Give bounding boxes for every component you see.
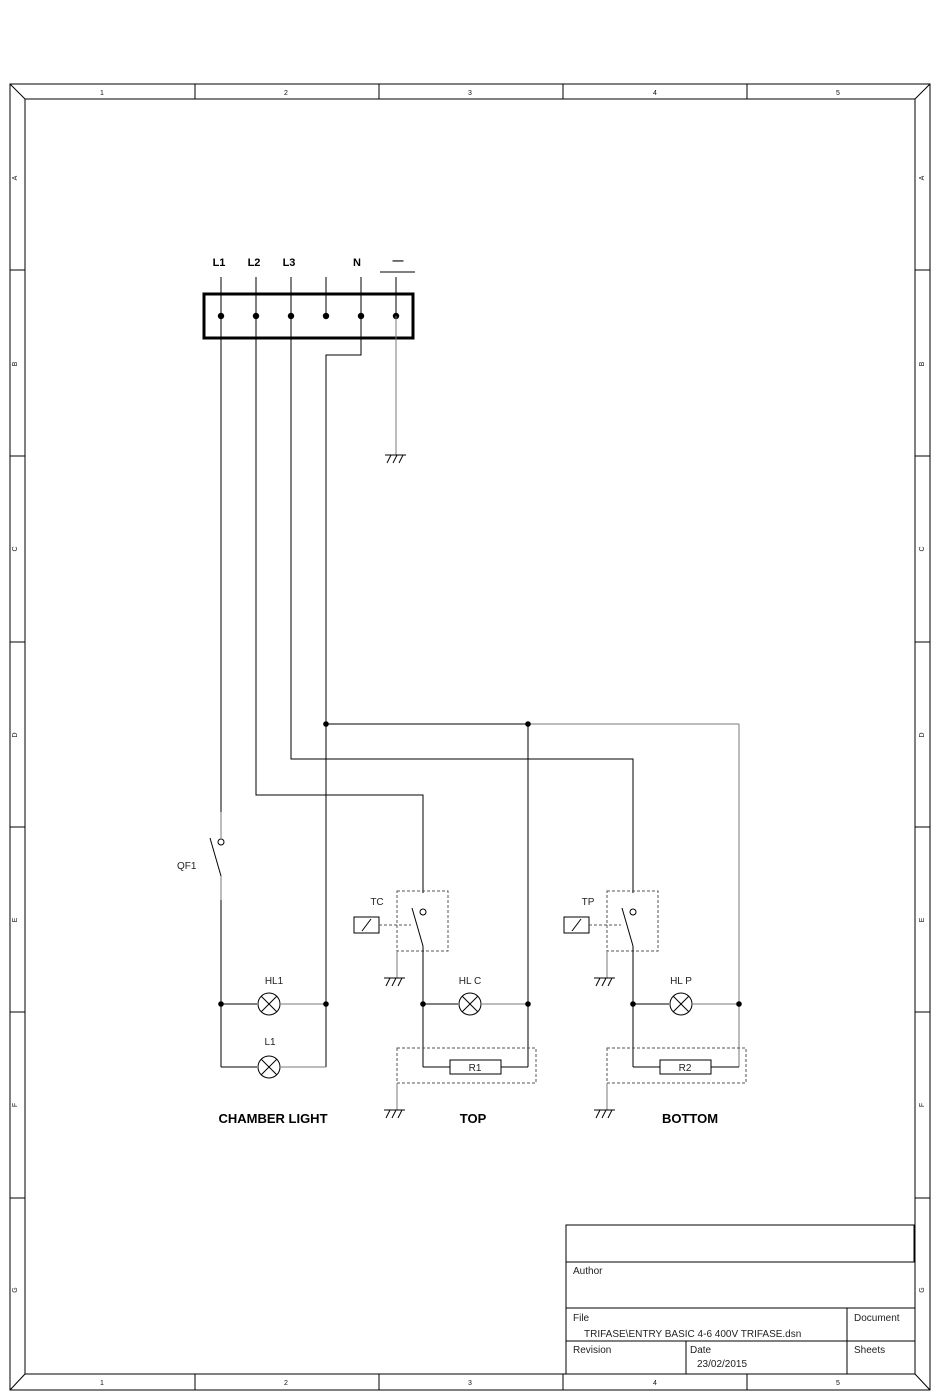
tc-label: TC xyxy=(370,897,383,908)
frame-col-1-bottom: 1 xyxy=(100,1380,104,1387)
hlp-label: HL P xyxy=(670,976,692,987)
earth-ground-icon xyxy=(385,455,406,463)
drawing-frame: 1 2 3 4 5 1 2 3 4 5 A B C D E F G A B C … xyxy=(10,84,930,1390)
terminal-label-l2: L2 xyxy=(248,257,261,269)
frame-row-a-left: A xyxy=(12,175,19,180)
terminal-label-n: N xyxy=(353,257,361,269)
top-circuit: TC HL C R1 xyxy=(354,891,536,1126)
qf1-contact xyxy=(218,839,224,845)
hl1-label: HL1 xyxy=(265,976,284,987)
terminal-label-l3: L3 xyxy=(283,257,296,269)
frame-row-e-right: E xyxy=(919,917,926,922)
l1-lamp-label: L1 xyxy=(264,1037,276,1048)
frame-col-2-bottom: 2 xyxy=(284,1380,288,1387)
section-title-bottom: BOTTOM xyxy=(662,1111,718,1126)
frame-row-g-right: G xyxy=(919,1287,926,1292)
tc-thermostat-box xyxy=(397,891,448,951)
frame-row-d-right: D xyxy=(919,732,926,737)
terminal-label-earth: — xyxy=(393,255,404,267)
frame-row-c-left: C xyxy=(12,546,19,551)
section-title-top: TOP xyxy=(460,1111,487,1126)
r2-ground-icon xyxy=(594,1083,615,1118)
frame-col-1-top: 1 xyxy=(100,90,104,97)
frame-row-f-left: F xyxy=(12,1103,19,1107)
frame-row-f-right: F xyxy=(919,1103,926,1107)
terminal-label-l1: L1 xyxy=(213,257,226,269)
document-label: Document xyxy=(854,1313,900,1324)
frame-col-3-bottom: 3 xyxy=(468,1380,472,1387)
revision-label: Revision xyxy=(573,1345,611,1356)
wiring xyxy=(221,316,739,1067)
frame-row-c-right: C xyxy=(919,546,926,551)
qf1-label: QF1 xyxy=(177,861,197,872)
r2-label: R2 xyxy=(679,1063,692,1074)
hl1-lamp-icon xyxy=(258,993,280,1015)
frame-col-5-top: 5 xyxy=(836,90,840,97)
date-label: Date xyxy=(690,1345,712,1356)
title-block: Author File TRIFASE\ENTRY BASIC 4-6 400V… xyxy=(566,1225,915,1374)
frame-col-4-top: 4 xyxy=(653,90,657,97)
date-value: 23/02/2015 xyxy=(697,1359,747,1370)
frame-col-5-bottom: 5 xyxy=(836,1380,840,1387)
tc-contact xyxy=(420,909,426,915)
r1-ground-icon xyxy=(384,1083,405,1118)
tp-contact xyxy=(630,909,636,915)
author-label: Author xyxy=(573,1266,603,1277)
frame-row-g-left: G xyxy=(12,1287,19,1292)
bottom-circuit: TP HL P R2 xyxy=(564,891,746,1126)
frame-row-e-left: E xyxy=(12,917,19,922)
frame-col-3-top: 3 xyxy=(468,90,472,97)
frame-row-b-left: B xyxy=(12,361,19,366)
frame-row-d-left: D xyxy=(12,732,19,737)
tp-thermostat-box xyxy=(607,891,658,951)
frame-row-a-right: A xyxy=(919,175,926,180)
frame-row-b-right: B xyxy=(919,361,926,366)
terminal-strip xyxy=(204,294,413,338)
hlp-lamp-icon xyxy=(670,993,692,1015)
terminal-dot-4 xyxy=(323,313,329,319)
l1-lamp-icon xyxy=(258,1056,280,1078)
file-value: TRIFASE\ENTRY BASIC 4-6 400V TRIFASE.dsn xyxy=(584,1329,801,1340)
hlc-label: HL C xyxy=(459,976,481,987)
frame-col-2-top: 2 xyxy=(284,90,288,97)
r1-label: R1 xyxy=(469,1063,482,1074)
section-title-chamber-light: CHAMBER LIGHT xyxy=(218,1111,327,1126)
tc-ground-icon xyxy=(384,951,405,986)
frame-col-4-bottom: 4 xyxy=(653,1380,657,1387)
tp-label: TP xyxy=(582,897,595,908)
chamber-light-circuit: QF1 HL1 L1 CHAMBER LIGHT xyxy=(177,838,329,1126)
tp-ground-icon xyxy=(594,951,615,986)
hlc-lamp-icon xyxy=(459,993,481,1015)
file-label: File xyxy=(573,1313,590,1324)
terminal-block: L1 L2 L3 N — xyxy=(204,255,415,338)
sheets-label: Sheets xyxy=(854,1345,885,1356)
